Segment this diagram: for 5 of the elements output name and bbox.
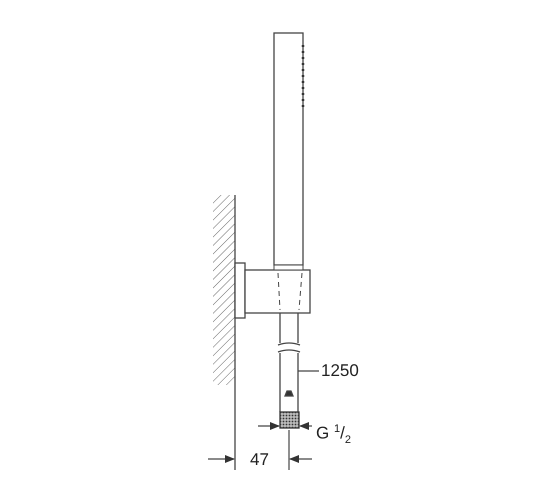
dimension-label: 1250	[321, 362, 359, 380]
dimension-label: 47	[250, 451, 269, 469]
leader-line	[298, 370, 319, 372]
hose-drawing	[277, 312, 301, 429]
thread-size-label: G $^{1}$/$_{2}$	[316, 422, 351, 448]
